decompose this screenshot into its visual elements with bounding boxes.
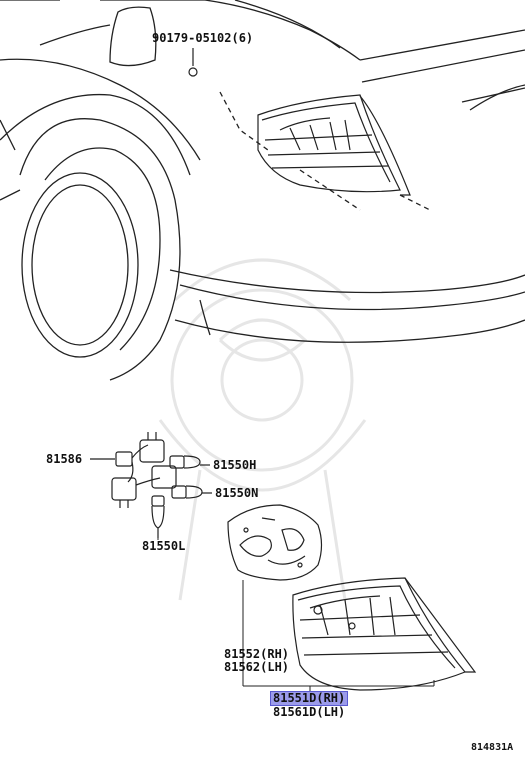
part-label-socket-wire[interactable]: 81586 (46, 452, 83, 466)
leader-lines (157, 538, 435, 692)
figure-code: 814831A (471, 742, 514, 753)
car-body (0, 0, 525, 381)
part-label-gasket-rh[interactable]: 81552(RH) (224, 647, 290, 661)
part-label-lamp-rh[interactable]: 81551D(RH) (269, 691, 349, 706)
watermark-emblem (158, 258, 367, 601)
part-label-gasket-lh[interactable]: 81562(LH) (224, 660, 290, 674)
tail-lamp-assembly (292, 577, 477, 691)
bolt-icon (188, 48, 198, 77)
bulb-l-icon (151, 495, 165, 538)
socket-wire-assembly (90, 432, 177, 508)
bulb-n-icon (171, 485, 212, 499)
part-label-bulb-h[interactable]: 81550H (213, 458, 257, 472)
car-tail-lamp (257, 94, 411, 196)
bulb-h-icon (169, 455, 210, 469)
gasket-part (227, 504, 323, 581)
part-label-bolt[interactable]: 90179-05102(6) (152, 31, 254, 45)
part-label-bulb-n[interactable]: 81550N (215, 486, 259, 500)
part-label-lamp-lh[interactable]: 81561D(LH) (273, 705, 346, 719)
part-label-bulb-l[interactable]: 81550L (142, 539, 186, 553)
